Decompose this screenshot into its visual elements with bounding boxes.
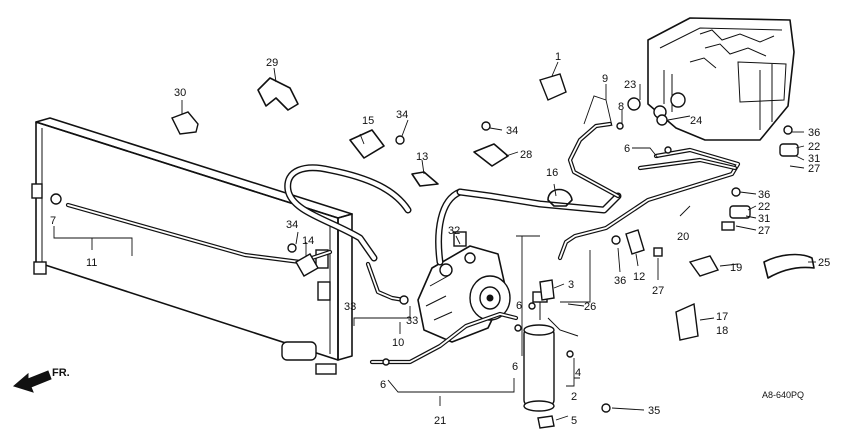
- pipe-10: [365, 261, 409, 305]
- callout-22-lower: 22: [758, 201, 770, 213]
- callout-16: 16: [546, 167, 558, 179]
- callout-31-lower: 31: [758, 213, 770, 225]
- suction-hose: [284, 164, 464, 266]
- front-direction-indicator: FR.: [12, 367, 70, 393]
- small-parts: [171, 73, 815, 429]
- callout-30: 30: [174, 87, 186, 99]
- callout-1: 1: [555, 51, 561, 63]
- callout-25: 25: [818, 257, 830, 269]
- callout-4: 4: [575, 367, 581, 379]
- callout-36-middle: 36: [758, 189, 770, 201]
- callout-27-bottom: 27: [652, 285, 664, 297]
- callout-34-right: 34: [506, 125, 518, 137]
- callout-10: 10: [392, 337, 404, 349]
- discharge-hose: [456, 121, 622, 214]
- callout-3: 3: [568, 279, 574, 291]
- callout-7: 7: [50, 215, 56, 227]
- callout-6-lower: 6: [512, 361, 518, 373]
- callout-32: 32: [448, 225, 460, 237]
- callout-21: 21: [434, 415, 446, 427]
- callout-28: 28: [520, 149, 532, 161]
- callout-15: 15: [362, 115, 374, 127]
- compressor: [417, 245, 511, 343]
- callout-14: 14: [302, 235, 314, 247]
- callout-19: 19: [730, 262, 742, 274]
- callout-33-right: 33: [406, 315, 418, 327]
- callout-31-upper: 31: [808, 153, 820, 165]
- callout-17: 17: [716, 311, 728, 323]
- callout-27-lower: 27: [758, 225, 770, 237]
- diagram-code: A8-640PQ: [762, 390, 804, 400]
- callout-6-upper: 6: [624, 143, 630, 155]
- callout-18: 18: [716, 325, 728, 337]
- callout-20: 20: [677, 231, 689, 243]
- callout-23: 23: [624, 79, 636, 91]
- callout-2: 2: [571, 391, 577, 403]
- callout-29: 29: [266, 57, 278, 69]
- callout-22-upper: 22: [808, 141, 820, 153]
- callout-12: 12: [633, 271, 645, 283]
- callout-36-upper: 36: [808, 127, 820, 139]
- callout-36-lower: 36: [614, 275, 626, 287]
- callout-13: 13: [416, 151, 428, 163]
- callout-26: 26: [584, 301, 596, 313]
- pipe-21: [369, 311, 519, 365]
- leader-lines: [53, 61, 816, 421]
- callout-34-upper: 34: [396, 109, 408, 121]
- callout-33-left: 33: [344, 301, 356, 313]
- front-label: FR.: [52, 367, 70, 379]
- callout-6-left: 6: [380, 379, 386, 391]
- condenser-pipe-11: [50, 193, 333, 265]
- callout-35: 35: [648, 405, 660, 417]
- callout-8: 8: [618, 101, 624, 113]
- callout-27-upper: 27: [808, 163, 820, 175]
- callout-labels: 1 2 3 4 5 6 6 6 6 7 8 9 10 11 12 13 14 1…: [50, 51, 830, 427]
- liquid-line-20: [557, 147, 741, 261]
- callout-9: 9: [602, 73, 608, 85]
- callout-24: 24: [690, 115, 702, 127]
- engine-block: [647, 17, 795, 141]
- callout-5: 5: [571, 415, 577, 427]
- callout-6-switch: 6: [516, 300, 522, 312]
- front-arrow-icon: [12, 370, 52, 393]
- callout-11: 11: [86, 257, 97, 269]
- callout-34-left: 34: [286, 219, 298, 231]
